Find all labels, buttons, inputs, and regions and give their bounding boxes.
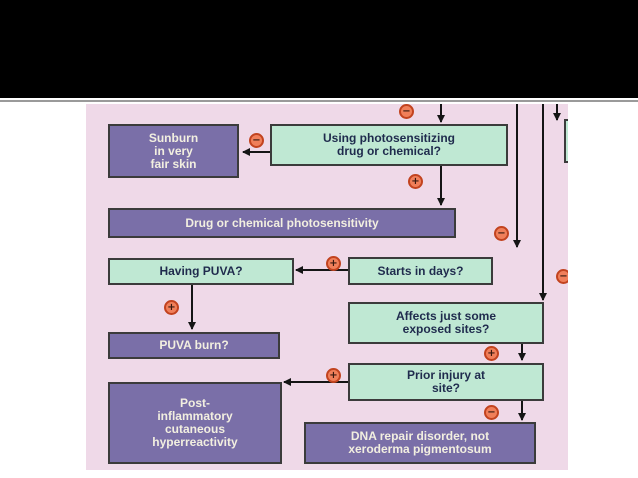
sign-plus-puva-burn: + [164,300,179,315]
sign-plus-prior-injury: + [484,346,499,361]
node-sunburn: Sunburn in very fair skin [108,124,239,178]
sign-minus-top: − [399,104,414,119]
node-affects-some-sites: Affects just some exposed sites? [348,302,544,344]
header-divider [0,100,638,102]
header-black-bar [0,0,638,98]
sign-minus-starts: − [494,226,509,241]
node-puva-question: Having PUVA? [108,258,294,285]
sign-plus-post-inflammatory: + [326,368,341,383]
node-prior-injury: Prior injury at site? [348,363,544,401]
sign-plus-puva: + [326,256,341,271]
sign-plus-drug: + [408,174,423,189]
flowchart-connectors [188,104,568,421]
sign-minus-right-edge: − [556,269,568,284]
sign-minus-sunburn: − [249,133,264,148]
node-starts-in-days: Starts in days? [348,257,493,285]
node-puva-burn: PUVA burn? [108,332,280,359]
node-drug-photosensitivity: Drug or chemical photosensitivity [108,208,456,238]
sign-minus-dna-repair: − [484,405,499,420]
node-photosensitizing-question: Using photosensitizing drug or chemical? [270,124,508,166]
node-dna-repair: DNA repair disorder, not xeroderma pigme… [304,422,536,464]
partial-offscreen-box [564,119,568,163]
node-post-inflammatory: Post- inflammatory cutaneous hyperreacti… [108,382,282,464]
flowchart-diagram: Sunburn in very fair skin Using photosen… [86,104,568,470]
